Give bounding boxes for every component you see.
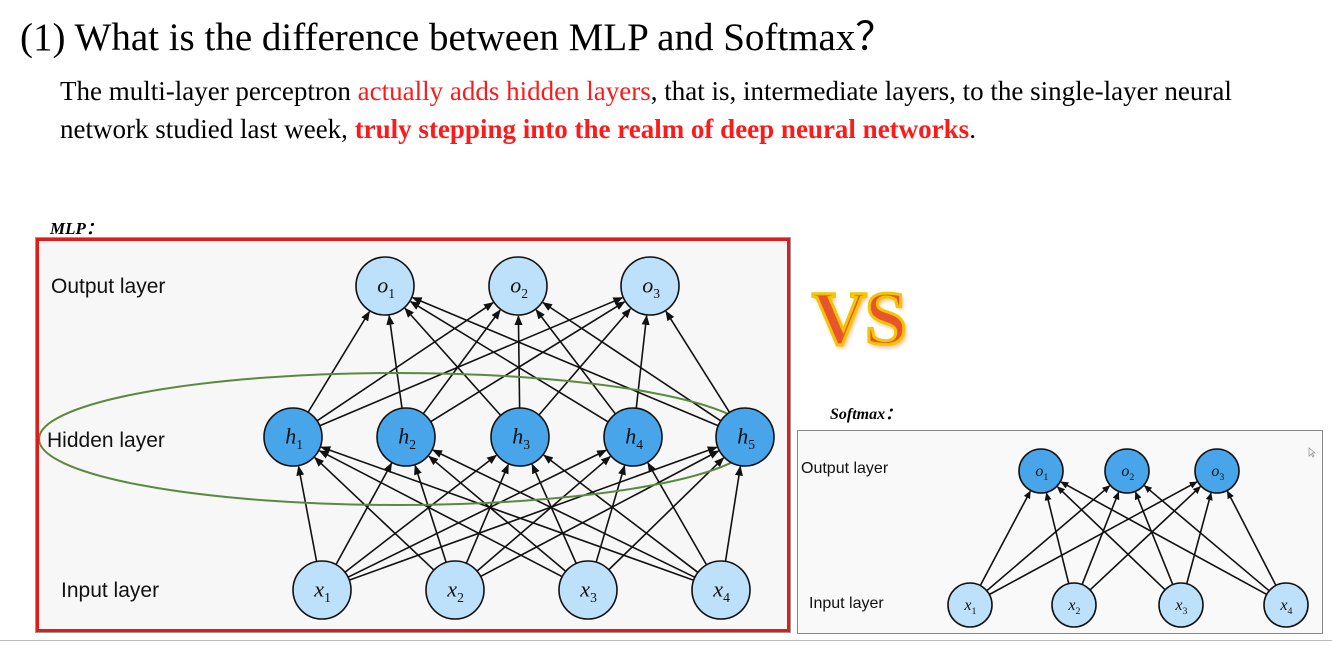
softmax-node-x1: x1	[947, 582, 993, 628]
paragraph-text-1: The multi-layer perceptron	[60, 76, 358, 106]
mlp-node-h3: h3	[490, 407, 550, 467]
mlp-edge-h1-o1	[307, 310, 371, 413]
mlp-edge-h4-o1	[409, 300, 609, 423]
softmax-caption: Softmax：	[830, 406, 902, 423]
softmax-edge-x2-o1	[1044, 492, 1070, 584]
softmax-node-o3: o3	[1194, 448, 1240, 494]
mlp-hidden-layer-label: Hidden layer	[47, 429, 165, 452]
softmax-edge-x1-o2	[986, 485, 1111, 592]
mlp-node-x2: x2	[425, 560, 485, 620]
mlp-diagram: x1 x2 x3 x4 h1 h2 h3 h4 h5 o1 o2 o3 Output layer Hi…	[36, 238, 790, 632]
softmax-node-x3: x3	[1158, 582, 1204, 628]
softmax-edge-x4-o1	[1060, 481, 1268, 596]
softmax-edge-x2-o3	[1089, 486, 1201, 591]
mlp-edge-x4-h5	[724, 465, 743, 562]
mlp-edge-x2-h1	[314, 456, 435, 571]
mlp-node-h1: h1	[263, 407, 323, 467]
mlp-input-layer-label: Input layer	[61, 579, 159, 602]
paragraph-text-3: .	[969, 114, 976, 144]
mlp-node-h5: h5	[715, 407, 775, 467]
softmax-edge-x4-o2	[1143, 485, 1270, 592]
mlp-node-h2: h2	[376, 407, 436, 467]
mlp-node-o1: o1	[355, 256, 415, 316]
mlp-edge-h2-o1	[386, 314, 403, 409]
mlp-edge-x4-h2	[432, 449, 696, 579]
mlp-edge-x4-h3	[543, 454, 699, 574]
softmax-edges	[979, 481, 1277, 596]
mlp-edge-x1-h3	[344, 454, 498, 573]
paragraph-text-2: , that is, intermediate layers, to the s…	[60, 76, 1232, 144]
explanation-paragraph: The multi-layer perceptron actually adds…	[60, 72, 1280, 148]
mlp-edge-x4-h1	[320, 446, 694, 581]
mlp-edge-x3-h5	[608, 457, 725, 571]
mlp-edge-x2-h4	[476, 455, 612, 572]
softmax-output-layer-label: Output layer	[801, 460, 889, 477]
softmax-edge-x3-o3	[1185, 492, 1213, 584]
softmax-node-x2: x2	[1051, 582, 1097, 628]
mlp-edges	[296, 296, 743, 581]
mlp-edge-x1-h1	[296, 465, 318, 562]
softmax-nodes: x1 x2 x3 x4 o1 o2 o3	[947, 448, 1309, 628]
softmax-node-x4: x4	[1263, 582, 1309, 628]
softmax-edge-x3-o2	[1134, 491, 1174, 585]
softmax-edge-x2-o2	[1081, 491, 1120, 585]
mlp-edge-x3-h4	[595, 464, 626, 563]
cursor-icon	[1308, 447, 1317, 458]
softmax-diagram: x1 x2 x3 x4 o1 o2 o3 Output layer Input layer	[797, 430, 1323, 634]
highlight-deep-networks: truly stepping into the realm of deep ne…	[354, 114, 970, 144]
mlp-edge-h1-o2	[316, 302, 494, 422]
mlp-network-svg: x1 x2 x3 x4 h1 h2 h3 h4 h5 o1 o2 o3 Output layer Hi…	[39, 256, 775, 620]
mlp-edge-x1-h2	[335, 462, 393, 565]
mlp-edge-h4-o2	[535, 309, 617, 415]
mlp-node-x3: x3	[558, 560, 618, 620]
softmax-input-layer-label: Input layer	[809, 595, 884, 612]
mlp-edge-x4-h4	[647, 462, 708, 566]
mlp-edge-h1-o3	[319, 296, 624, 427]
mlp-edge-h3-o2	[514, 314, 523, 409]
softmax-node-o2: o2	[1104, 448, 1150, 494]
softmax-edge-x3-o1	[1056, 486, 1166, 591]
mlp-edge-x3-h2	[428, 455, 567, 572]
highlight-hidden-layers: actually adds hidden layers	[357, 76, 651, 106]
mlp-edge-h2-o2	[422, 309, 501, 415]
mlp-node-o2: o2	[488, 256, 548, 316]
softmax-node-o1: o1	[1018, 448, 1064, 494]
mlp-node-x1: x1	[292, 560, 352, 620]
softmax-network-svg: x1 x2 x3 x4 o1 o2 o3 Output layer Input layer	[801, 447, 1317, 628]
mlp-edge-h2-o3	[430, 301, 626, 423]
mlp-edge-x2-h5	[480, 450, 720, 578]
slide-title: (1) What is the difference between MLP a…	[20, 16, 895, 59]
mlp-edge-x3-h3	[531, 463, 577, 564]
mlp-edge-h5-o1	[411, 296, 719, 427]
softmax-edge-x1-o1	[979, 490, 1031, 586]
mlp-node-o3: o3	[620, 256, 680, 316]
mlp-edge-x3-h1	[318, 450, 563, 578]
mlp-edge-h3-o3	[538, 307, 632, 416]
mlp-edge-x1-h4	[347, 449, 607, 578]
bottom-divider	[0, 640, 1332, 641]
mlp-nodes: x1 x2 x3 x4 h1 h2 h3 h4 h5 o1 o2 o3	[263, 256, 775, 620]
mlp-output-layer-label: Output layer	[51, 275, 165, 298]
mlp-node-x4: x4	[691, 560, 751, 620]
mlp-caption: MLP：	[50, 219, 103, 238]
mlp-edge-h5-o3	[665, 310, 731, 413]
vs-label: VS	[810, 276, 908, 363]
mlp-edge-h3-o1	[404, 307, 502, 416]
mlp-node-h4: h4	[603, 407, 663, 467]
softmax-edge-x4-o3	[1226, 490, 1277, 586]
mlp-edge-x2-h3	[465, 463, 510, 564]
